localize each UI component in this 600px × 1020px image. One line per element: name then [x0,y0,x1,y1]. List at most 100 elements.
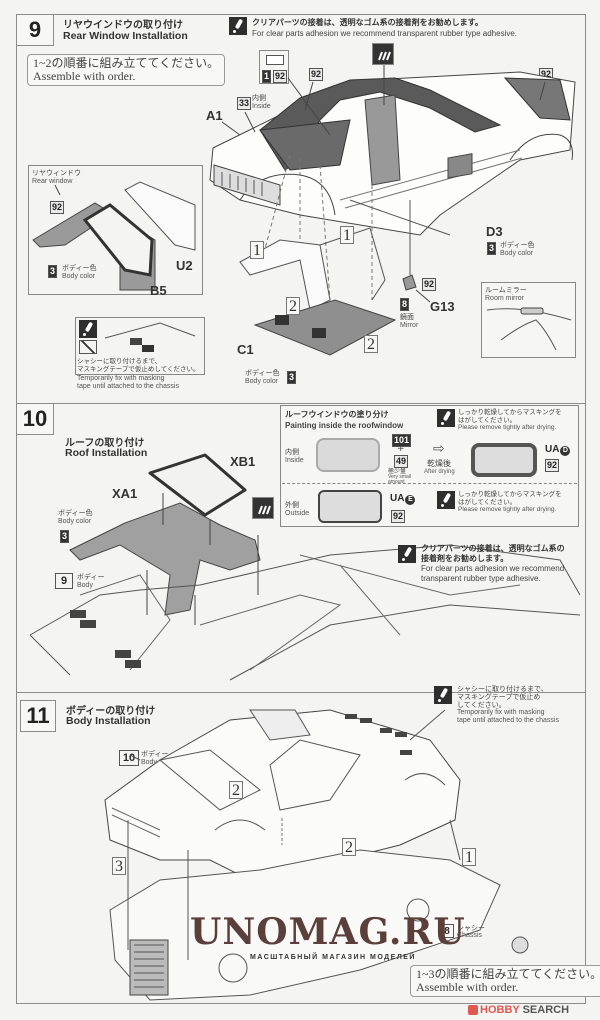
prev-step-ref-11: 10 [119,750,139,766]
glue-10-jp-1: クリアパーツの接着は、透明なゴム系の [421,544,565,553]
room-mirror-jp: ルームミラー [485,286,527,294]
order-note-9-jp: 1~2の順番に組み立ててください。 [33,56,220,70]
order-mark-1a: 1 [250,241,264,259]
color-num-92-roof: 92 [309,68,324,81]
rear-window-label-en: Rear window [32,178,73,185]
order-mark-2b: 2 [364,335,378,353]
tape-icon-11 [434,686,452,704]
tape-detail-drawing-9 [104,322,196,352]
outside-label-en: Outside [285,510,310,517]
order-mark-11-3: 3 [112,857,126,875]
roofwindow-outside [318,490,382,523]
chassis-ref: 8 [440,924,454,938]
mask-note-2-jp-2: はがしてください。 [458,498,517,506]
roof-install-drawing [29,453,581,681]
color-num-1: 1 [262,70,272,83]
room-mirror-drawing [486,307,572,351]
body-color-num-c1: 3 [287,371,297,384]
chassis-en: Chassis [457,932,482,939]
tape-11-en-1: Temporarily fix with masking [457,709,545,716]
order-note-11-jp: 1~3の順番に組み立ててください。 [416,967,600,981]
body-color-jp-c1: ボディー色 [245,369,280,377]
inside-label-jp: 内側 [252,94,266,102]
body-install-drawing [104,709,529,1001]
order-note-9: 1~2の順番に組み立ててください。 Assemble with order. [27,54,226,86]
part-a1: A1 [206,108,223,123]
mask-note-2-en: Please remove tightly after drying. [458,506,557,513]
body-color-jp-10: ボディー色 [58,509,93,517]
decal-e-badge: E [405,495,416,505]
tape-11-jp-2: マスキングテープで仮止め [457,693,541,701]
order-mark-11-1: 1 [462,848,476,866]
part-c1: C1 [237,342,254,357]
step-11-title-en: Body Installation [66,715,151,727]
decal-stripes-icon [378,51,391,61]
mask-note-2-jp-1: しっかり乾燥してからマスキングを [458,490,562,498]
room-mirror-en: Room mirror [485,295,524,302]
part-xb1: XB1 [230,454,256,469]
decal-icon [372,43,394,65]
body-color-en-c1: Body color [245,378,279,385]
rear-window-inset [28,165,203,295]
part-u2: U2 [176,258,193,273]
roofwindow-inside-before [316,438,380,472]
order-mark-11-2a: 2 [229,781,243,799]
step-9-number: 9 [16,14,54,46]
tape-note-9-text-en: Temporarily fix with masking tape until … [77,375,179,391]
glue-10-en-2: transparent rubber type adhesive. [421,574,541,583]
tape-11-jp-1: シャシーに取り付けるまで、 [457,685,548,693]
tape-9-en-1: Temporarily fix with masking [77,375,165,382]
hobby-logo-text: HOBBY [480,1004,520,1016]
glue-icon-9 [79,320,97,338]
glue-icon [229,17,247,35]
mix-amount: 極少量 Very small amount [388,468,420,485]
body-color-jp-d3: ボディー色 [500,241,535,249]
step-9-title-jp: リヤウインドウの取り付け [63,20,183,31]
step-9-title-en: Rear Window Installation [63,30,188,42]
tape-11-en-2: tape until attached to the chassis [457,717,559,724]
prev-step-en-10: Body [77,582,93,589]
color-num-92: 92 [273,70,288,83]
mask-note-1: しっかり乾燥してからマスキングを はがしてください。 Please remove… [458,408,562,432]
search-logo-text: SEARCH [522,1004,570,1016]
frame-color-92-inside: 92 [545,459,560,472]
part-g13: G13 [430,299,455,314]
order-note-11: 1~3の順番に組み立ててください。 Assemble with order. [410,965,600,997]
inside-label-en: Inside [252,103,271,110]
hobby-search-logo: HOBBY SEARCH [468,1004,569,1016]
outside-label-jp: 外側 [285,501,299,509]
room-mirror-inset [481,282,576,358]
body-color-num-d3: 3 [487,242,497,255]
hobby-logo-icon [468,1005,478,1016]
mask-icon-2 [437,491,455,509]
mask-note-1-jp-1: しっかり乾燥してからマスキングを [458,408,562,416]
order-mark-11-2b: 2 [342,838,356,856]
tape-note-9-text: シャシーに取り付けるまで、 マスキングテープで仮止めしてください。 [77,357,200,373]
mix-color-101: 101 [392,434,412,447]
color-num-33: 33 [237,97,252,110]
roofwindow-title-jp: ルーフウインドウの塗り分け [285,410,389,419]
roofwindow-title-en: Painting inside the roofwindow [285,421,404,430]
tape-11-jp-3: してください。 [457,701,506,709]
rear-window-label-jp: リヤウィンドウ [32,169,81,177]
mask-icon-1 [437,409,455,427]
step-10-title-jp: ルーフの取り付け [65,438,145,449]
prev-step-ref-10: 9 [55,573,73,589]
color-num-92-window: 92 [50,201,65,214]
part-xa1: XA1 [112,486,138,501]
prev-step-jp-10: ボディー [77,573,105,581]
body-color-jp-9: ボディー色 [62,264,97,272]
color-num-92-mirror: 92 [422,278,437,291]
tape-note-inset-9 [75,317,205,375]
rear-window-drawing [32,181,196,291]
prev-step-en-11: Body [141,759,157,766]
order-mark-1b: 1 [340,226,354,244]
step-11-title-jp: ボディーの取り付け [66,706,156,717]
decal-ua-e-label: UA [390,493,405,504]
arrow-right-icon: ⇨ [433,441,445,457]
body-color-num-9: 3 [48,265,58,278]
watermark-main: UNOMAG.RU [190,911,466,953]
glue-icon-10 [398,545,416,563]
